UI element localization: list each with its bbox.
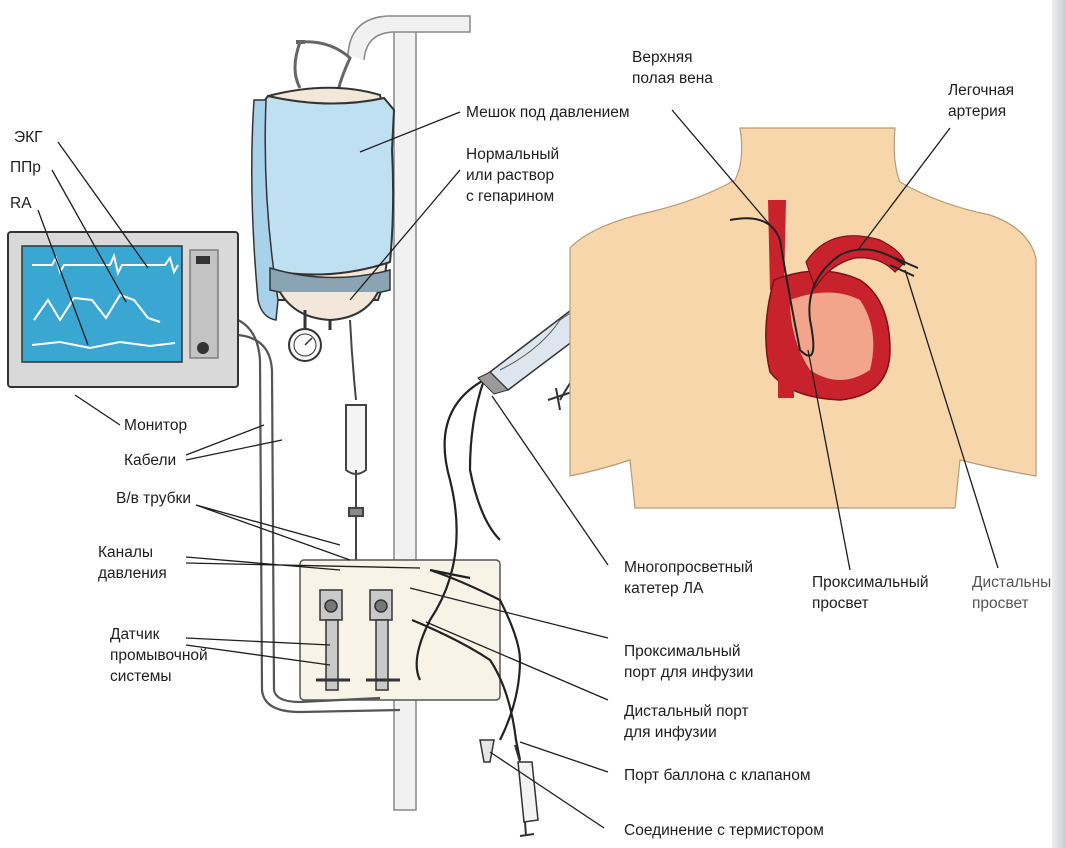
label-distal-port: Дистальный порт для инфузии — [624, 701, 749, 743]
label-ppr: ППр — [10, 157, 41, 178]
label-balloon-port: Порт баллона с клапаном — [624, 765, 810, 786]
thermistor-connector — [480, 740, 494, 762]
label-ra: RA — [10, 193, 32, 214]
label-cables: Кабели — [124, 450, 176, 471]
syringe — [515, 745, 538, 836]
label-proximal-port: Проксимальный порт для инфузии — [624, 641, 753, 683]
label-pa-catheter: Многопросветный катетер ЛА — [624, 557, 753, 599]
iv-drip-set — [334, 320, 380, 600]
label-iv-tubes: В/в трубки — [116, 488, 191, 509]
transducer-panel — [300, 560, 500, 700]
label-flush-transducer: Датчик промывочной системы — [110, 624, 208, 687]
pressure-bag — [252, 88, 394, 330]
label-pulmonary-artery: Легочная артерия — [948, 80, 1014, 122]
label-monitor: Монитор — [124, 415, 187, 436]
label-pressure-channels: Каналы давления — [98, 542, 167, 584]
label-saline: Нормальный или раствор с гепарином — [466, 144, 559, 207]
label-svc: Верхняя полая вена — [632, 47, 713, 89]
label-ekg: ЭКГ — [14, 127, 43, 148]
page-edge — [1052, 0, 1066, 848]
label-thermistor: Соединение с термистором — [624, 820, 824, 841]
monitor — [8, 232, 238, 387]
label-pressure-bag: Мешок под давлением — [466, 102, 630, 123]
label-proximal-lumen: Проксимальный просвет — [812, 572, 929, 614]
label-distal-lumen: Дистальный просвет — [972, 572, 1060, 614]
